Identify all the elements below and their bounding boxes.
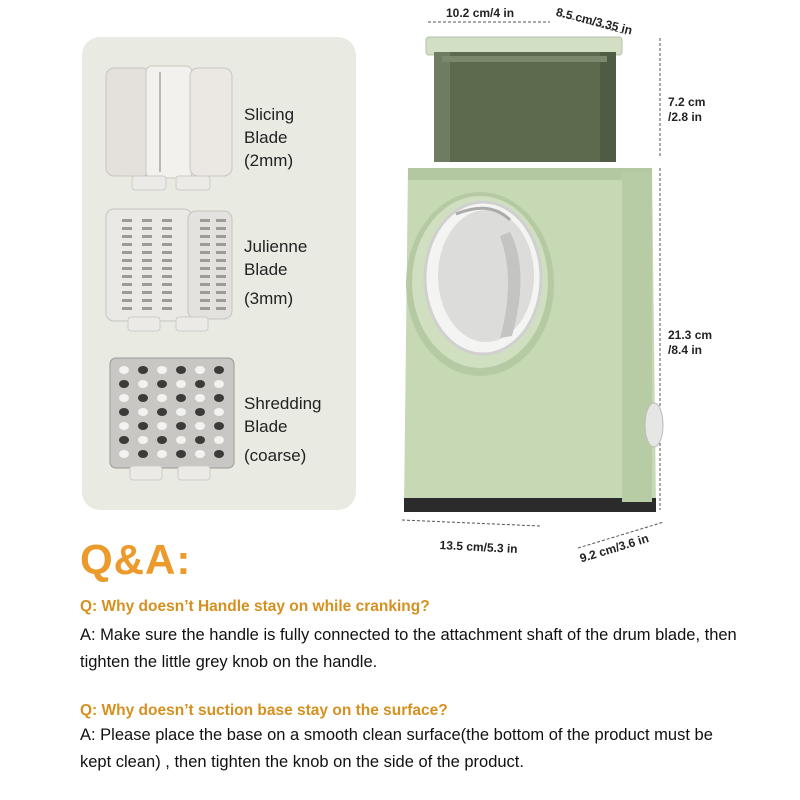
qa-answer-2: A: Please place the base on a smooth cle… <box>80 726 713 771</box>
qa-answer-1: A: Make sure the handle is fully connect… <box>80 626 737 671</box>
slicing-blade-image <box>105 65 233 191</box>
qa-question-2: Q: Why doesn’t suction base stay on the … <box>80 702 448 719</box>
body-height-dimension: 21.3 cm/8.4 in <box>668 328 713 357</box>
hopper-height-dimension: 7.2 cm/2.8 in <box>668 95 706 124</box>
top-width-dimension: 10.2 cm/4 in <box>446 6 515 20</box>
qa-title: Q&A: <box>80 536 192 583</box>
qa-question-1: Q: Why doesn’t Handle stay on while cran… <box>80 598 430 615</box>
grater-product-image <box>401 15 665 549</box>
shredding-blade-image <box>109 357 235 481</box>
julienne-blade-image <box>105 208 233 332</box>
